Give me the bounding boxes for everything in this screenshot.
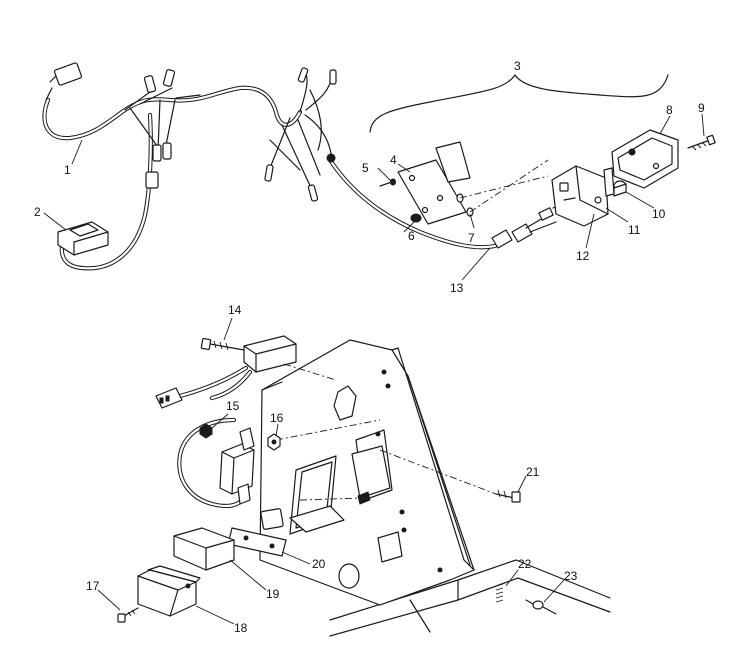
- callout-15: 15: [226, 399, 240, 413]
- callout-22: 22: [518, 557, 532, 571]
- nut: [199, 423, 213, 439]
- callout-14: 14: [228, 303, 242, 317]
- callout-11: 11: [628, 223, 641, 237]
- callout-17: 17: [86, 579, 100, 593]
- screw: [687, 134, 716, 151]
- leader-lines: [43, 113, 705, 625]
- screw: [117, 607, 139, 623]
- callout-16: 16: [270, 411, 284, 425]
- callout-3: 3: [514, 59, 521, 73]
- assembly-bracket: [369, 74, 669, 133]
- light-bulb: [525, 599, 557, 615]
- washer: [456, 159, 549, 217]
- nut: [267, 433, 281, 451]
- callout-23: 23: [564, 569, 578, 583]
- callout-13: 13: [450, 281, 464, 295]
- mounting-plate: [397, 141, 471, 225]
- callout-7: 7: [468, 231, 475, 245]
- lens: [611, 129, 679, 189]
- screw: [379, 178, 396, 187]
- bolt: [379, 449, 521, 503]
- regulator: [155, 335, 337, 409]
- nut: [410, 213, 422, 223]
- wiring-harness: [42, 62, 498, 271]
- callout-21: 21: [526, 465, 540, 479]
- callout-20: 20: [312, 557, 326, 571]
- callout-2: 2: [34, 205, 41, 219]
- callout-9: 9: [698, 101, 705, 115]
- callout-8: 8: [666, 103, 673, 117]
- callout-6: 6: [408, 229, 415, 243]
- spring: [495, 583, 504, 603]
- callout-1: 1: [64, 163, 71, 177]
- mounting-bracket: [137, 565, 201, 617]
- bolt: [200, 337, 245, 351]
- callout-4: 4: [390, 153, 397, 167]
- bulb: [613, 180, 627, 197]
- cdi-box: [299, 445, 391, 505]
- gasket: [603, 167, 615, 197]
- callout-12: 12: [576, 249, 590, 263]
- callout-labels: 1 2 3 4 5 6 7 8 9 10 11 12 13 14 15 16 1…: [34, 59, 705, 635]
- callout-10: 10: [652, 207, 666, 221]
- callout-19: 19: [266, 587, 280, 601]
- callout-5: 5: [362, 161, 369, 175]
- callout-18: 18: [234, 621, 248, 635]
- light-housing: [551, 165, 609, 227]
- relay: [173, 527, 235, 571]
- switch: [57, 221, 109, 256]
- cdi-module: [289, 455, 345, 535]
